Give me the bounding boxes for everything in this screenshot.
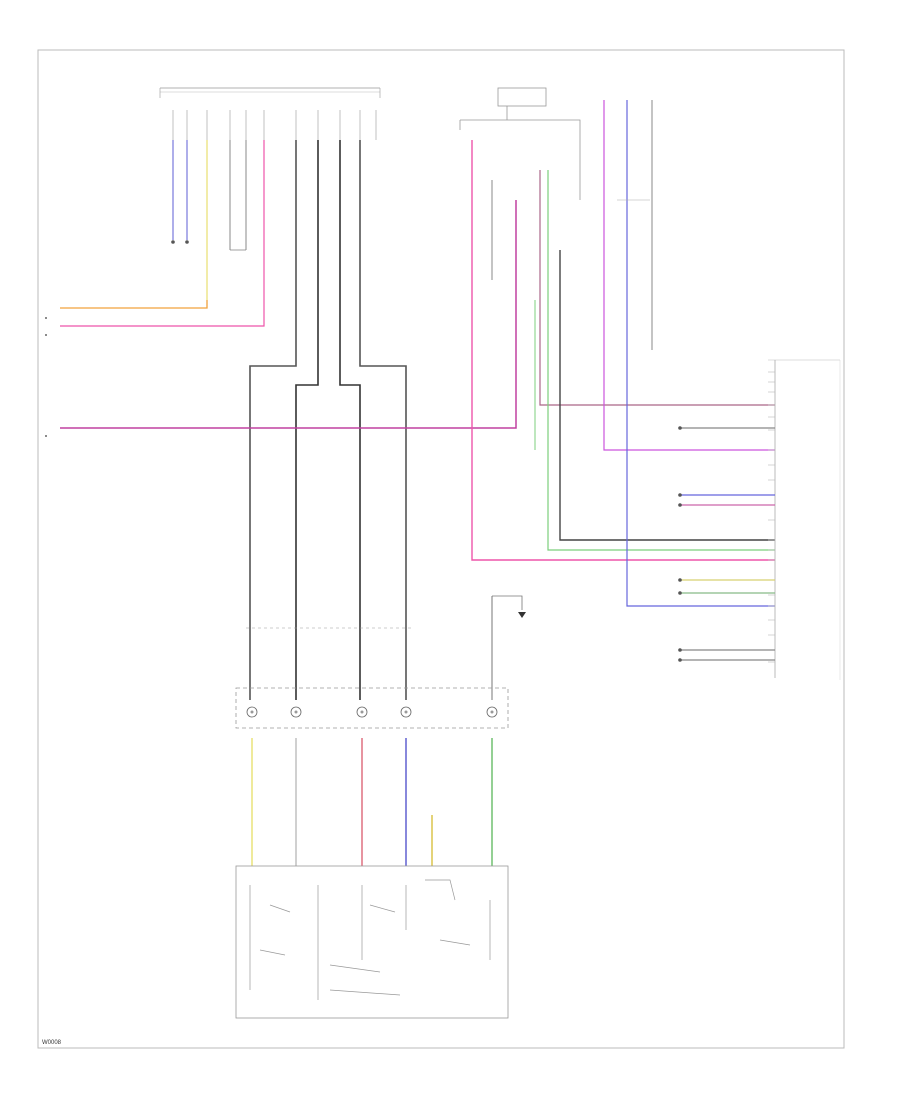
wire-violet <box>603 100 775 451</box>
top-middle-connector <box>459 87 581 200</box>
diagram-code: W0008 <box>42 1040 62 1046</box>
left-wire-stubs <box>45 317 47 437</box>
right-module-wires <box>680 427 775 661</box>
top-left-wires <box>60 140 265 327</box>
wire-blue-right <box>626 100 775 607</box>
wire-pink-main <box>471 140 775 561</box>
switch-wires <box>251 738 493 866</box>
wire-dark-3 <box>339 140 361 700</box>
wire-pink-top <box>60 140 265 327</box>
wire-black-mid <box>559 250 775 541</box>
wire-orange <box>60 300 208 309</box>
ground-branch <box>491 595 526 700</box>
switch-module <box>235 865 509 1019</box>
inline-connector <box>235 627 509 729</box>
wire-dark-1 <box>249 140 297 700</box>
top-middle-wires <box>471 140 775 561</box>
top-right-wires <box>603 100 775 607</box>
wire-dark-4 <box>359 140 407 700</box>
top-left-connector <box>159 87 381 140</box>
wire-magenta-long <box>60 200 517 429</box>
right-module <box>768 359 841 680</box>
diagram-frame <box>37 49 845 1049</box>
wire-green-2 <box>547 170 775 551</box>
wire-dark-2 <box>295 140 319 700</box>
wire-green-1 <box>539 170 775 406</box>
right-module-nodes <box>678 426 682 662</box>
main-harness-wires <box>249 140 407 700</box>
